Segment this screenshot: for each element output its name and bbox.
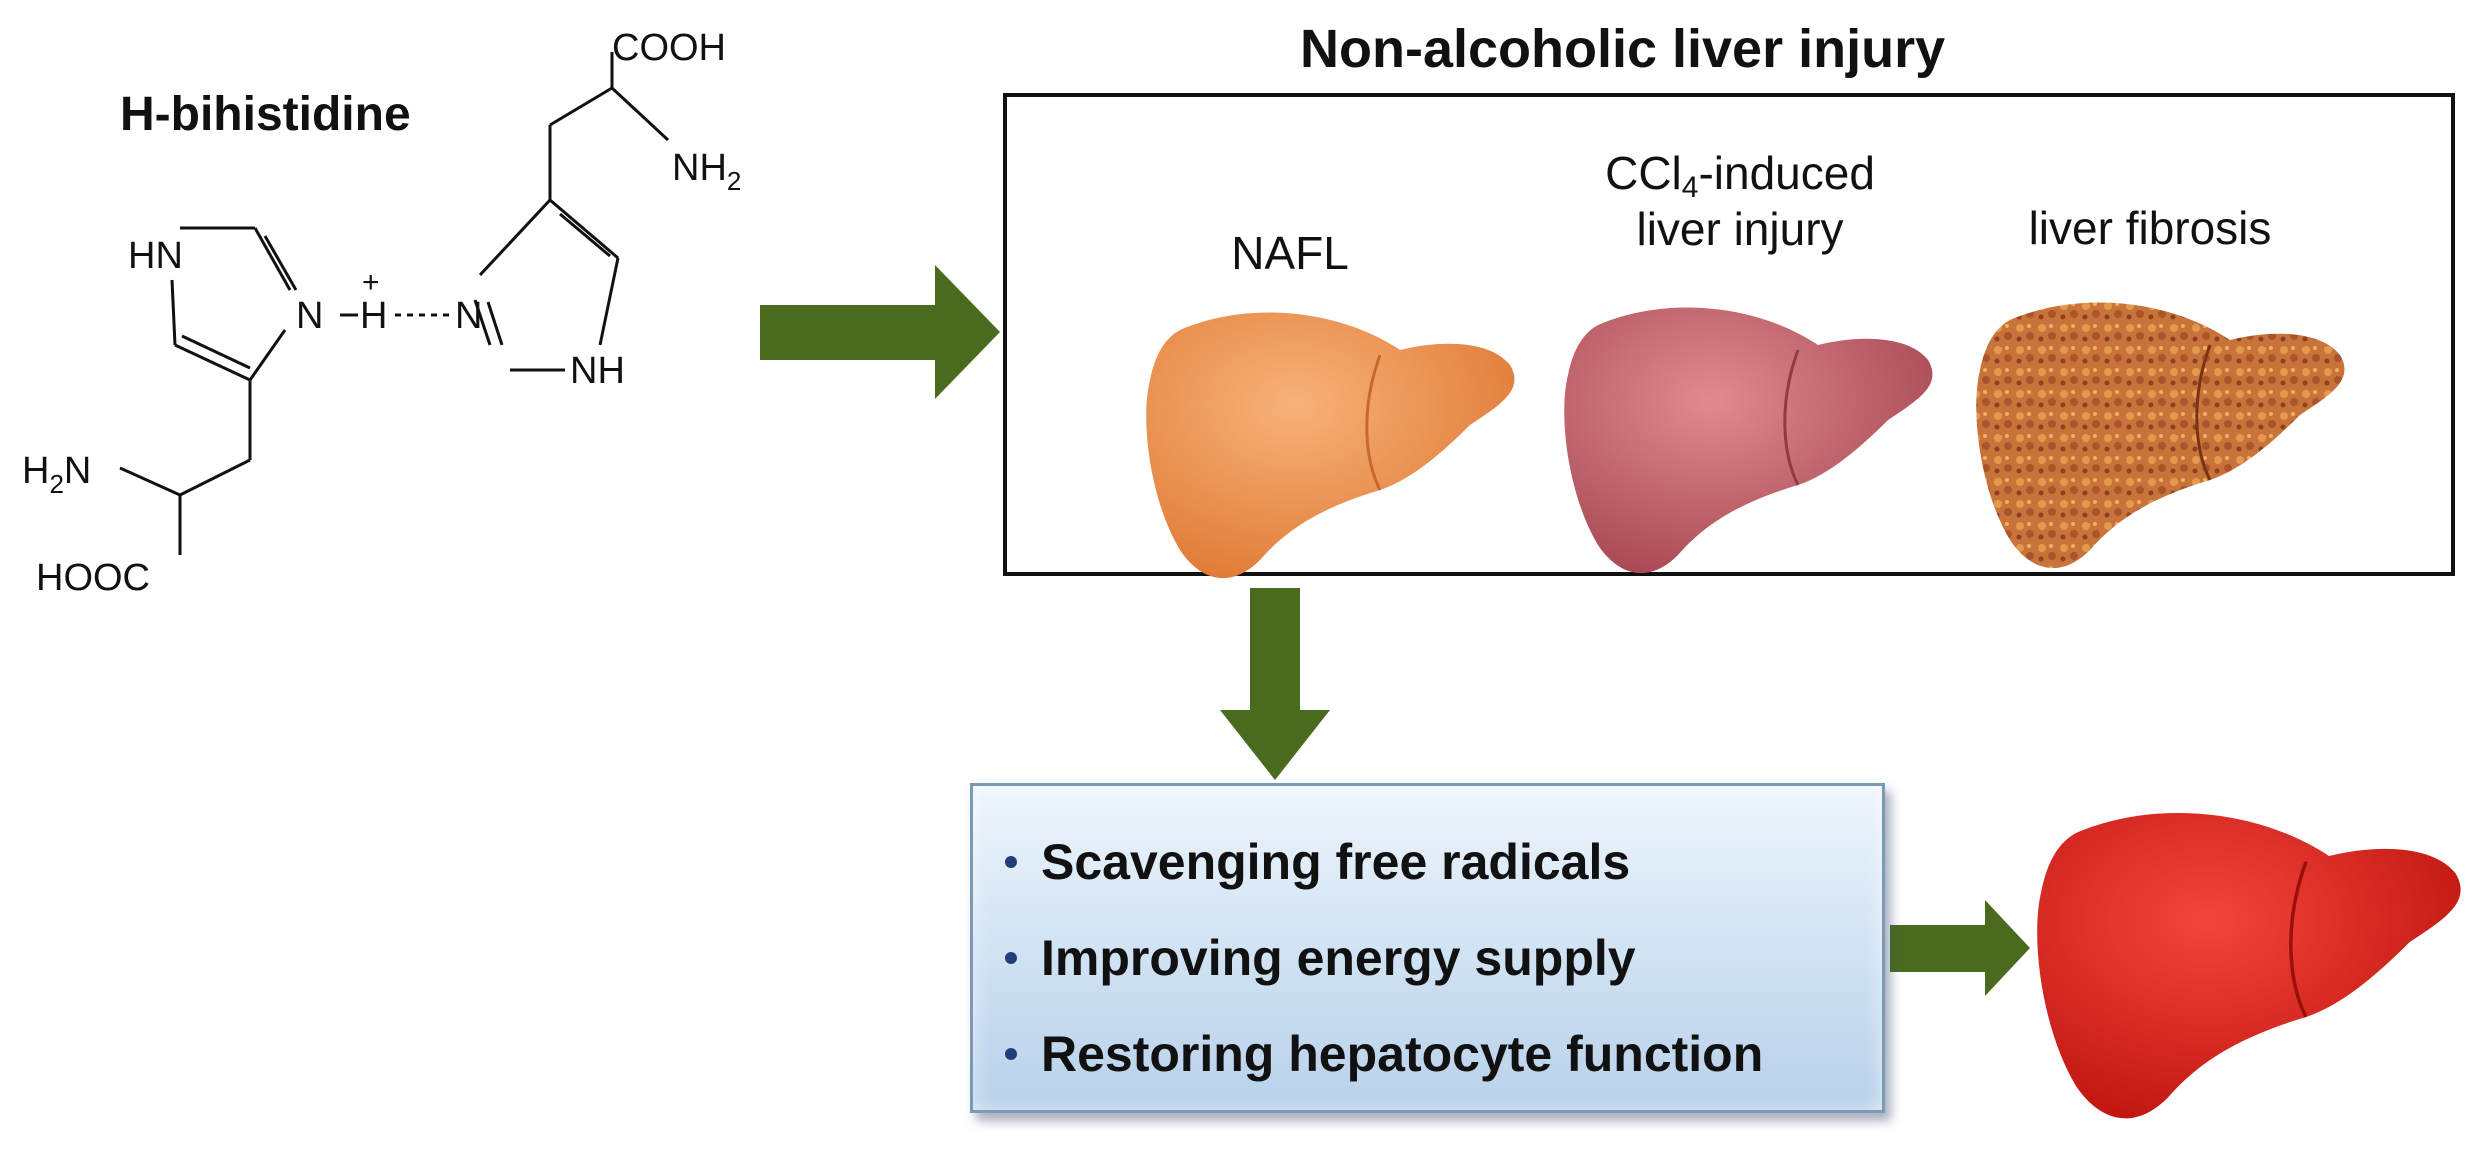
nh2-top-label: NH2 [672,147,741,196]
effects-box: Scavenging free radicals Improving energ… [970,783,1885,1113]
ccl4-suffix: -induced [1698,147,1875,199]
h-bihistidine-structure: H-bihistidine COOH NH2 HN N H + N NH H2N… [22,27,741,599]
ccl4-label: CCl4-induced liver injury [1540,145,1940,257]
cooh-top-label: COOH [612,27,726,69]
effect-text: Restoring hepatocyte function [1041,1026,1764,1082]
nafl-label: NAFL [1231,227,1349,279]
effect-text: Improving energy supply [1041,930,1636,986]
nh-right-label: NH [570,350,625,392]
ccl4-prefix: CCl [1605,147,1682,199]
bond [486,301,504,346]
bond [478,198,552,277]
bond [119,466,181,497]
bond [598,257,620,346]
effect-item: Scavenging free radicals [1005,814,1882,910]
bond [263,235,298,291]
bond [549,198,619,260]
arrow-right-molecule-to-injury [760,265,1000,399]
fibrosis-label: liver fibrosis [2028,202,2272,254]
bond [559,212,611,258]
plus-charge: + [362,266,380,299]
arrow-right-effects-to-healthy [1890,900,2030,996]
arrow-down-injury-to-effects [1220,588,1330,780]
bullet-icon [1005,952,1017,964]
injury-box [1003,93,2455,576]
bond [179,458,251,497]
bond [549,86,613,127]
effect-text: Scavenging free radicals [1041,834,1631,890]
bond [174,343,251,382]
healthy-liver [2037,812,2461,1119]
molecule-title: H-bihistidine [120,88,411,141]
ccl4-liver [1564,307,1933,574]
hn-left-label: HN [128,235,183,277]
effects-list: Scavenging free radicals Improving energ… [973,786,1882,1102]
hooc-bottom-label: HOOC [36,557,150,599]
effect-item: Restoring hepatocyte function [1005,1006,1882,1102]
bond [610,86,670,142]
n-left-label: N [296,295,323,337]
bond [473,299,492,346]
h2n-left-label: H2N [22,450,91,499]
bond [181,334,251,370]
injury-title: Non-alcoholic liver injury [1300,19,1946,79]
h-center-label: H [360,295,387,337]
bullet-icon [1005,856,1017,868]
fibrosis-liver [1976,302,2345,569]
bullet-icon [1005,1048,1017,1060]
ccl4-subscript: 4 [1681,171,1699,204]
bond [253,227,292,291]
bond [248,329,287,381]
effect-item: Improving energy supply [1005,910,1882,1006]
bond [170,279,177,346]
ccl4-line2: liver injury [1636,203,1844,255]
n-right-label: N [455,295,482,337]
nafl-liver [1146,312,1515,579]
